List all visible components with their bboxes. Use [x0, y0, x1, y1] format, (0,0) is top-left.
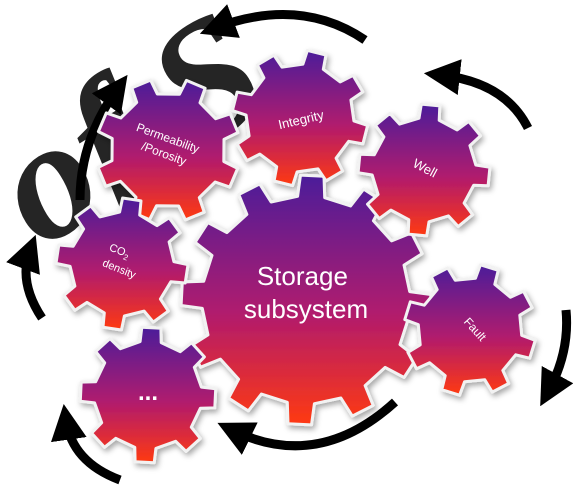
center-gear-label: Storage subsystem [244, 261, 368, 324]
center-gear-line1: Storage [257, 261, 348, 291]
more-gear [78, 325, 218, 465]
center-gear [179, 173, 433, 427]
co2-gear [54, 196, 190, 332]
fault-gear [403, 263, 537, 397]
arrow-top-right [423, 59, 533, 131]
integrity-gear [230, 48, 370, 188]
arrow-right [540, 309, 573, 407]
arrow-bottom-left [50, 403, 122, 485]
arrow-top [199, 4, 368, 44]
arrow-left [6, 234, 46, 321]
arrow-bottom [217, 398, 399, 455]
co2-subscript: 2 [122, 253, 130, 263]
arrow-upper-left [75, 74, 128, 201]
well-gear [356, 102, 492, 238]
cycle-arrows [6, 4, 573, 485]
permeability-gear [96, 78, 240, 222]
more-gear-label: ... [138, 379, 158, 406]
center-gear-line2: subsystem [244, 294, 368, 324]
co2-line1: CO [107, 242, 127, 259]
